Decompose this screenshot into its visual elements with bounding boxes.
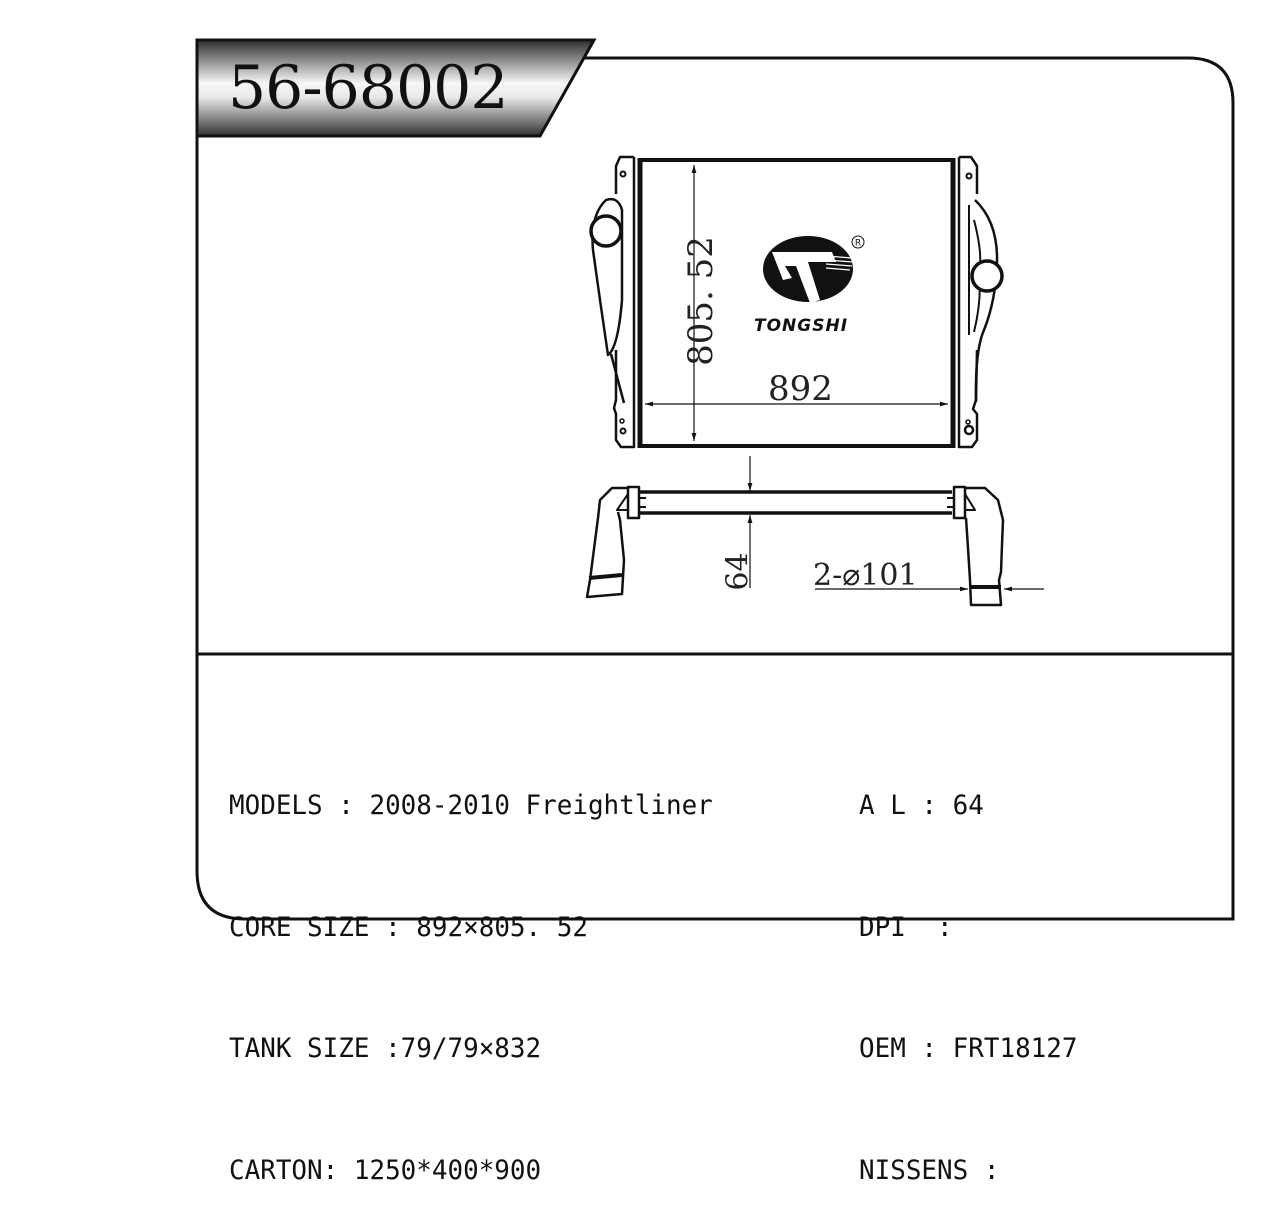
svg-text:R: R <box>855 239 861 249</box>
spec-label: CARTON <box>229 1154 323 1186</box>
spec-list-left: MODELS : 2008-2010 Freightliner CORE SIZ… <box>229 705 713 1232</box>
core-width-dimension: 892 <box>768 369 833 409</box>
spec-row-oem: OEM : FRT18127 <box>859 1033 1078 1064</box>
tongshi-logo-icon: R <box>763 235 865 303</box>
spec-row-dpi: DPI : <box>859 911 969 943</box>
pipe-diameter-dimension: 2-⌀101 <box>813 558 918 593</box>
part-number-title: 56-68002 <box>228 53 508 123</box>
spec-value: 2008-2010 Freightliner <box>369 790 713 821</box>
spec-sheet-frame: R <box>195 38 1235 921</box>
front-view-drawing <box>589 155 1004 449</box>
spec-value: 64 <box>952 790 984 821</box>
spec-row-tank-size: TANK SIZE :79/79×832 <box>229 1033 542 1064</box>
spec-row-carton: CARTON: 1250*400*900 <box>229 1154 542 1186</box>
spec-label: TANK SIZE <box>229 1033 370 1064</box>
side-view-drawing <box>585 456 1044 607</box>
spec-value: 892×805. 52 <box>416 911 588 943</box>
spec-value: 79/79×832 <box>400 1033 542 1064</box>
brand-name: TONGSHI <box>754 316 849 336</box>
core-height-dimension: 805. 52 <box>681 236 721 366</box>
spec-row-models: MODELS : 2008-2010 Freightliner <box>229 790 713 821</box>
spec-list-right: A L : 64 DPI : OEM : FRT18127 NISSENS : <box>859 705 1078 1232</box>
spec-label: DPI <box>859 911 906 943</box>
spec-row-nissens: NISSENS : <box>859 1154 1016 1186</box>
spec-label: MODELS <box>229 790 323 821</box>
spec-value: FRT18127 <box>952 1033 1078 1064</box>
part-number-tab <box>195 38 597 138</box>
core-thickness-dimension: 64 <box>720 552 756 591</box>
spec-row-al: A L : 64 <box>859 790 984 821</box>
spec-label: OEM <box>859 1033 906 1064</box>
spec-label: A L <box>859 790 906 821</box>
spec-label: NISSENS <box>859 1154 969 1186</box>
outer-border <box>195 56 1235 921</box>
spec-value: 1250*400*900 <box>353 1154 542 1186</box>
spec-row-core-size: CORE SIZE : 892×805. 52 <box>229 911 588 943</box>
spec-label: CORE SIZE <box>229 911 370 943</box>
